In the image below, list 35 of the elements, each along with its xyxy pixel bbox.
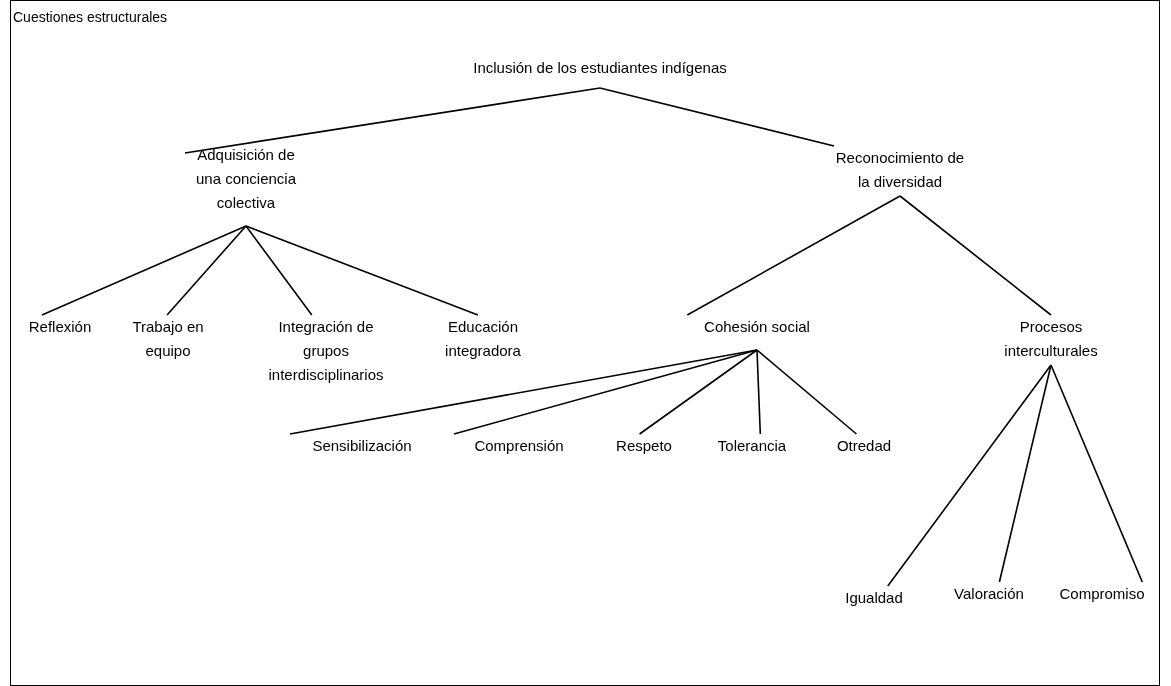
connector-line (289, 349, 758, 435)
connector-line (1050, 364, 1144, 583)
tree-node-label: Comprensión (454, 434, 584, 461)
connector-line (638, 349, 758, 435)
tree-node-label: Adquisición de una conciencia colectiva (185, 143, 307, 226)
tree-node-label: Integración de grupos interdisciplinarios (255, 315, 397, 390)
tree-node-label: Reflexión (15, 315, 105, 340)
tree-node-label: Sensibilización (290, 434, 434, 461)
tree-node-label: Inclusión de los estudiantes indígenas (420, 56, 780, 88)
connector-line (245, 225, 479, 316)
tree-node-label: Igualdad (828, 586, 920, 613)
tree-node-label: Valoración (937, 582, 1041, 609)
connector-line (453, 349, 758, 435)
connector-line (184, 87, 601, 154)
tree-node-label: Reconocimiento de la diversidad (834, 146, 966, 196)
diagram-frame (10, 0, 1160, 686)
tree-node-label: Cohesión social (674, 315, 840, 350)
frame-title: Cuestiones estructurales (13, 9, 168, 25)
connector-line (899, 195, 1052, 316)
connector-line (41, 225, 247, 316)
tree-node-label: Procesos interculturales (992, 315, 1110, 365)
connector-line (166, 225, 247, 316)
tree-node-label: Educación integradora (432, 315, 534, 365)
connector-line (756, 349, 858, 435)
connector-line (998, 364, 1052, 583)
connector-line (887, 364, 1052, 587)
connector-line (245, 225, 313, 316)
tree-node-label: Respeto (600, 434, 688, 461)
tree-node-label: Trabajo en equipo (122, 315, 214, 365)
tree-node-label: Compromiso (1049, 582, 1155, 609)
connector-line (756, 349, 762, 435)
connector-line (686, 195, 901, 316)
tree-node-label: Tolerancia (700, 434, 804, 461)
connector-line (599, 87, 835, 147)
tree-node-label: Otredad (822, 434, 906, 461)
